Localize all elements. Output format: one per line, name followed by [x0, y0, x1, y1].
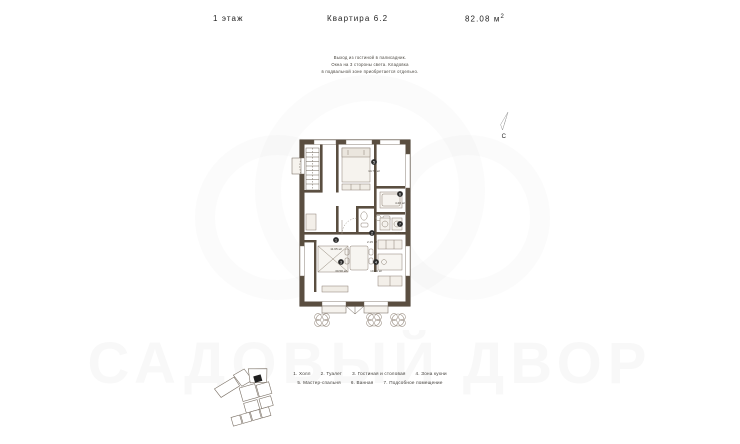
room-marker-4: 4 10.54 м²: [370, 259, 382, 273]
site-plan-svg: [214, 368, 274, 427]
legend-item-number: 1.: [293, 371, 299, 376]
landscaping-shrubs: [314, 313, 406, 327]
room-area-label: 30.58 м²: [335, 269, 347, 273]
living-furniture: [317, 245, 374, 293]
legend-row-2: 5. Мастер-спальня 6. Ванная 7. Подсобное п…: [0, 378, 740, 387]
legend-item-4: 4. Зона кухни: [416, 369, 447, 378]
kitchen-furniture: [377, 239, 403, 287]
room-marker-5: 5 14.74 м²: [368, 159, 380, 173]
compass-north-label: С: [501, 134, 507, 140]
sheet-header: 1 этаж Квартира 6.2 82.08 м2: [0, 14, 740, 30]
room-badge-circle: [371, 159, 377, 165]
legend-item-7: 7. Подсобное помещение: [383, 378, 442, 387]
room-area-label: 11.65 м²: [330, 247, 342, 251]
plan-note-line-3: в подвальной зоне приобретается отдельно…: [321, 69, 419, 75]
unit-label: Квартира 6.2: [327, 14, 389, 23]
plan-svg: 1 11.65 м² 2 2.15 м² 3 30.58 м² 4 10.54 м² 5 14.7…: [291, 139, 411, 315]
total-area-label: 82.08 м2: [465, 14, 505, 24]
room-badge-circle: [373, 259, 379, 265]
staircase: [305, 147, 320, 191]
room-badge-number: 7: [399, 223, 401, 227]
site-plan-inset: [212, 366, 284, 428]
legend-item-number: 4.: [415, 371, 422, 376]
room-badge-circle: [397, 221, 403, 227]
legend-item-3: 3. Гостиная и столовая: [352, 369, 405, 378]
room-badge-number: 1: [335, 239, 337, 243]
room-area-label: 14.74 м²: [368, 169, 380, 173]
total-area-value: 82.08: [465, 14, 491, 24]
bedroom-furniture: [341, 147, 371, 191]
legend-item-5: 5. Мастер-спальня: [297, 378, 340, 387]
room-badge-circle: [369, 230, 375, 236]
room-badge-circle: [338, 259, 344, 265]
room-marker-6: 6 4.28 м²: [395, 191, 405, 205]
floor-label: 1 этаж: [213, 14, 244, 23]
plan-note-line-2: Окна на 3 стороны света. Кладовка: [331, 62, 409, 68]
room-marker-3: 3 30.58 м²: [335, 259, 347, 273]
legend-item-1: 1. Холл: [293, 369, 310, 378]
room-badge-circle: [397, 191, 403, 197]
room-area-label: 10.54 м²: [370, 269, 382, 273]
room-badge-circle: [333, 237, 339, 243]
plan-note-line-1: Выход из гостиной в палисадник.: [333, 55, 407, 60]
legend-item-label: Зона кухни: [421, 371, 447, 376]
interior-walls: [304, 144, 406, 292]
legend-item-number: 7.: [383, 380, 390, 385]
legend-row-1: 1. Холл 2. Туалет 3. Гостиная и столовая 4.…: [0, 369, 740, 378]
plan-notes: Выход из гостиной в палисадник. Окна на …: [0, 54, 740, 76]
legend-item-label: Туалет: [326, 371, 343, 376]
room-badges: 1 11.65 м² 2 2.15 м² 3 30.58 м² 4 10.54 м² 5 14.7…: [330, 159, 405, 273]
room-badge-number: 6: [399, 193, 401, 197]
legend-item-number: 6.: [350, 380, 357, 385]
room-marker-2: 2 2.15 м²: [367, 230, 377, 244]
room-badge-number: 2: [371, 232, 373, 236]
north-arrow-icon: [500, 111, 509, 131]
window-openings: [299, 139, 411, 307]
room-badge-number: 3: [340, 261, 342, 265]
legend-item-number: 3.: [352, 371, 358, 376]
legend-item-label: Мастер-спальня: [303, 380, 341, 385]
total-area-exponent: 2: [500, 14, 505, 20]
legend-item-6: 6. Ванная: [351, 378, 374, 387]
floor-plan-drawing: 1 11.65 м² 2 2.15 м² 3 30.58 м² 4 10.54 м² 5 14.7…: [288, 128, 422, 318]
room-badge-number: 5: [373, 161, 375, 165]
legend-item-label: Холл: [298, 371, 311, 376]
legend-item-label: Ванная: [356, 380, 374, 385]
wc-fixtures: [360, 211, 369, 228]
entrance: [291, 157, 302, 175]
legend-item-number: 2.: [320, 371, 327, 376]
room-badge-number: 4: [375, 261, 377, 265]
room-area-label: 2.36 м²: [395, 231, 405, 235]
room-area-label: 2.15 м²: [367, 240, 377, 244]
room-legend: 1. Холл 2. Туалет 3. Гостиная и столовая 4.…: [0, 369, 740, 387]
hall-detail: [305, 213, 359, 235]
porch: [321, 305, 389, 315]
legend-item-2: 2. Туалет: [321, 369, 342, 378]
legend-item-number: 5.: [297, 380, 304, 385]
room-marker-7: 7 2.36 м²: [395, 221, 405, 235]
legend-item-label: Гостиная и столовая: [357, 371, 406, 376]
legend-item-label: Подсобное помещение: [389, 380, 443, 385]
total-area-unit: м: [493, 14, 501, 24]
room-area-label: 4.28 м²: [395, 201, 405, 205]
room-marker-1: 1 11.65 м²: [330, 237, 342, 251]
compass: С: [492, 110, 516, 144]
